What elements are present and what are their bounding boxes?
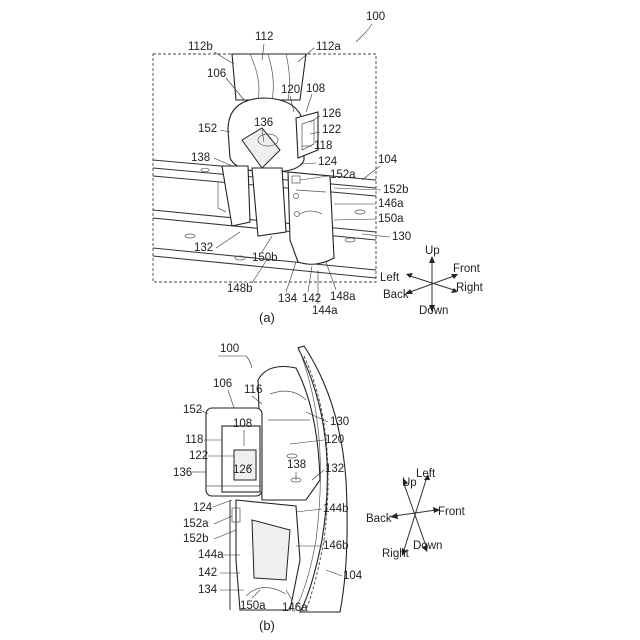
lower-bracket-b [230,500,300,610]
label-118: 118 [314,140,332,152]
bracket-a [218,166,334,264]
label-126: 126 [322,108,341,120]
label-148a: 148a [330,291,356,303]
label-130: 130 [392,231,411,243]
label-152-b: 152 [183,404,202,416]
label-134: 134 [278,293,298,305]
axis-front-a: Front [453,263,481,275]
axis-down-b: Down [413,540,442,552]
label-146a-b: 146a [282,602,308,614]
label-150a: 150a [378,213,404,225]
label-104: 104 [378,154,398,166]
label-122-b: 122 [189,450,208,462]
label-124-b: 124 [193,502,213,514]
axis-back-b: Back [366,513,392,525]
axis-left-a: Left [380,272,400,284]
label-106-b: 106 [213,378,232,390]
label-150a-b: 150a [240,600,266,612]
label-112a: 112a [316,41,341,53]
label-142: 142 [302,293,321,305]
label-146a: 146a [378,198,404,210]
label-142-b: 142 [198,567,217,579]
ref-100-b: 100 [220,343,239,355]
caption-b: (b) [259,618,275,633]
label-144a: 144a [312,305,338,317]
label-150b: 150b [252,252,278,264]
label-120-b: 120 [325,434,344,446]
label-132-b: 132 [325,463,344,475]
label-118-b: 118 [185,434,203,446]
label-126-b: 126 [233,464,252,476]
label-124: 124 [318,156,338,168]
label-144b-b: 144b [323,503,349,515]
label-112: 112 [255,31,273,43]
label-152: 152 [198,123,217,135]
axis-up-a: Up [425,245,440,257]
label-108: 108 [306,83,325,95]
label-130-b: 130 [330,416,349,428]
ref-100-a-leader [356,24,372,42]
direction-axes-a: Up Front Left Right Back Down [380,245,484,317]
caption-a: (a) [259,310,275,325]
axis-right-b: Right [382,548,410,560]
label-152a: 152a [330,169,356,181]
label-108-b: 108 [233,418,252,430]
label-106: 106 [207,68,226,80]
label-138-b: 138 [287,459,306,471]
label-144a-b: 144a [198,549,224,561]
label-146b-b: 146b [323,540,349,552]
label-134-b: 134 [198,584,218,596]
label-116-b: 116 [244,384,262,396]
label-112b: 112b [188,41,213,53]
label-122: 122 [322,124,341,136]
axis-left-b: Left [416,468,436,480]
label-136: 136 [254,117,273,129]
label-136-b: 136 [173,467,192,479]
label-152b-b: 152b [183,533,209,545]
label-148b: 148b [227,283,253,295]
axis-back-a: Back [383,289,409,301]
label-132: 132 [194,242,213,254]
axis-right-a: Right [456,282,484,294]
figure-b: 100 [173,343,466,633]
figure-a: 100 [153,11,484,325]
axis-up-b: Up [402,477,417,489]
label-104-b: 104 [343,570,363,582]
direction-axes-b: Up Left Back Front Right Down [366,468,466,560]
label-152b: 152b [383,184,409,196]
label-120: 120 [281,84,300,96]
axis-front-b: Front [438,506,466,518]
ref-100-b-leader [218,356,252,368]
retractor-106 [228,98,318,172]
label-152a-b: 152a [183,518,209,530]
ref-100-a: 100 [366,11,385,23]
axis-down-a: Down [419,305,448,317]
label-138: 138 [191,152,210,164]
